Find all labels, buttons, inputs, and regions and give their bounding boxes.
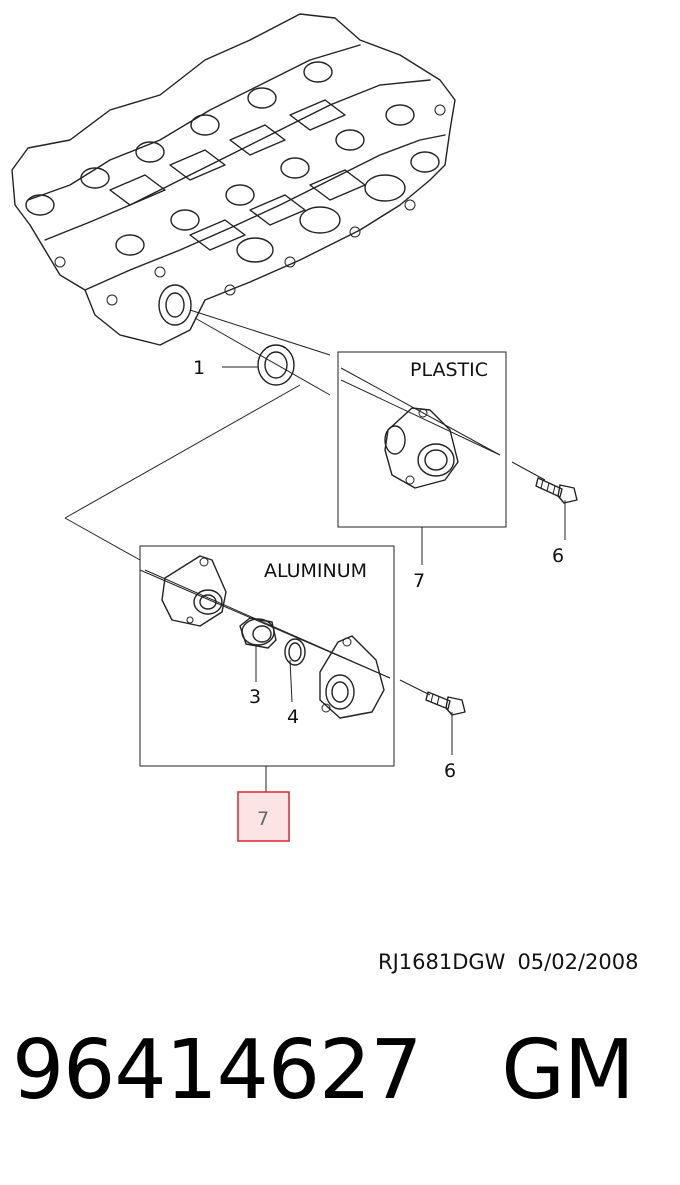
callout-seal: 1 (193, 357, 205, 379)
aluminum-housing-box: ALUMINUM (139, 545, 395, 767)
thermostat (239, 617, 277, 649)
callout-bolt-upper: 6 (552, 545, 564, 567)
aluminum-label: ALUMINUM (264, 560, 367, 582)
part-number: 96414627 (12, 1023, 422, 1118)
cylinder-head-drawing (11, 13, 456, 346)
bolt-lower (425, 691, 466, 716)
plastic-label: PLASTIC (410, 359, 488, 381)
seal-ring (257, 344, 295, 386)
part-maker: GM (501, 1023, 634, 1118)
reference-date: 05/02/2008 (517, 950, 639, 974)
plastic-thermostat-housing (384, 407, 459, 489)
callout-thermostat: 3 (249, 686, 261, 708)
callout-o-ring: 4 (287, 706, 299, 728)
callout-plastic-assembly: 7 (413, 570, 425, 592)
reference-code: RJ1681DGW (378, 950, 506, 974)
o-ring (284, 638, 306, 666)
highlighted-callout-box[interactable]: 7 (237, 791, 290, 842)
callout-bolt-lower: 6 (444, 760, 456, 782)
aluminum-housing-front (161, 555, 227, 627)
callout-aluminum-assembly: 7 (257, 808, 269, 830)
bolt-upper (535, 477, 578, 504)
plastic-housing-box: PLASTIC (337, 351, 507, 528)
aluminum-housing-rear (319, 635, 385, 719)
reference-line: RJ1681DGW 05/02/2008 (378, 950, 650, 974)
